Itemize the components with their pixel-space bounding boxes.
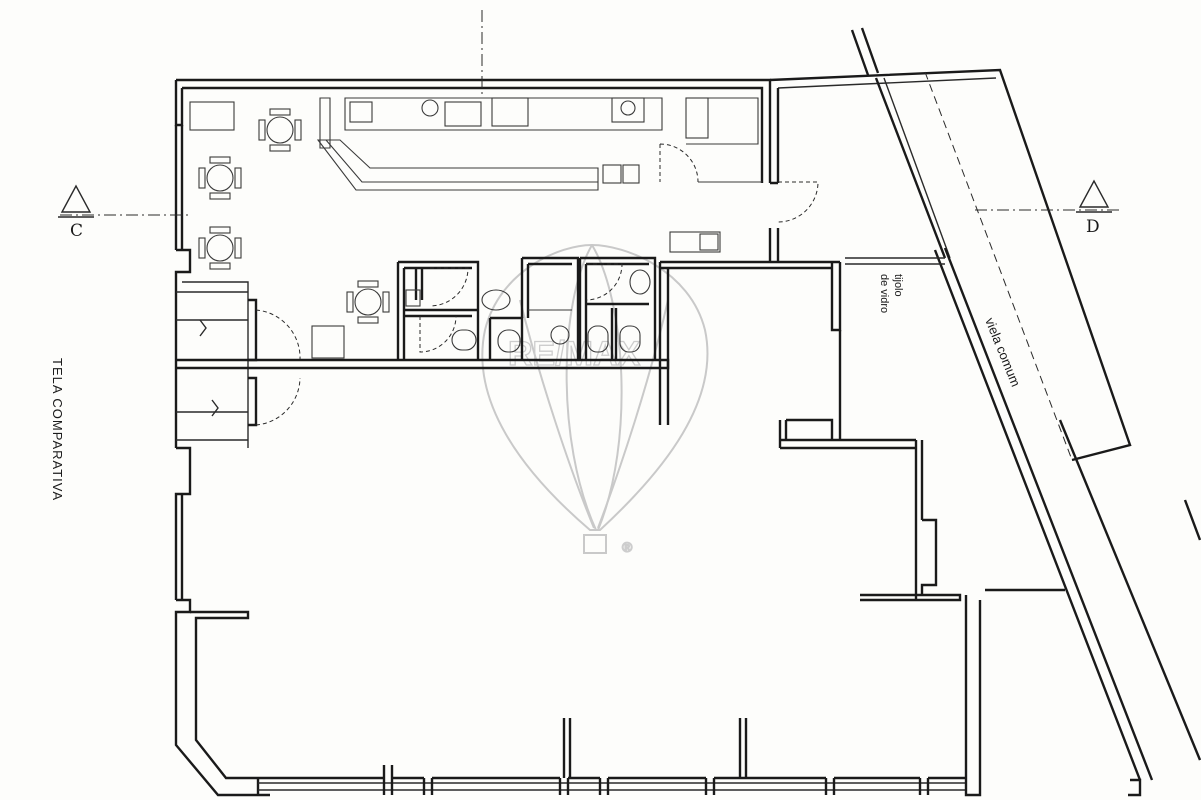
section-axes: [60, 10, 1120, 216]
table-4: [346, 280, 390, 324]
alley-area: [768, 27, 1201, 797]
glass-brick-label-line2: de vidro: [878, 274, 890, 313]
table-1: [258, 108, 302, 152]
watermark-registered-mark: ®: [622, 539, 633, 555]
alley-label: viela comum: [982, 316, 1023, 389]
washrooms: [396, 256, 657, 360]
entrance: [174, 281, 670, 448]
table-3: [198, 226, 242, 270]
exterior-walls: [174, 78, 982, 797]
remax-watermark: RE/MAX ®: [481, 243, 709, 556]
cafe-tables: [198, 108, 390, 359]
bar-area: [189, 97, 819, 253]
glass-brick-label-line1: tijolo: [892, 274, 904, 297]
section-marker-d: D: [1076, 179, 1112, 237]
section-marker-c: C: [58, 184, 94, 241]
section-label-c: C: [70, 221, 83, 241]
side-wall-label: TELA COMPARATIVA: [50, 358, 65, 501]
section-label-d: D: [1086, 217, 1100, 237]
table-2: [198, 156, 242, 200]
